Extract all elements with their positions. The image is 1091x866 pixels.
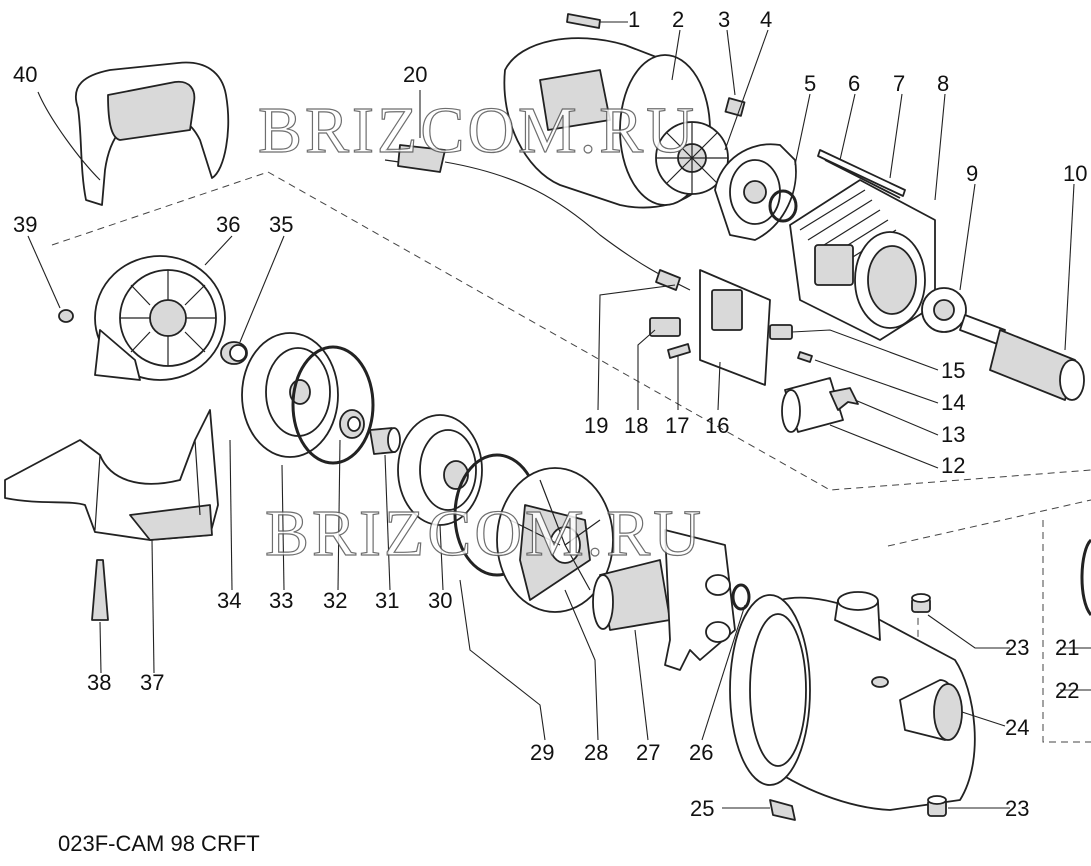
- callout-15: 15: [941, 358, 965, 383]
- part-diffuser: [397, 414, 483, 526]
- callout-36: 36: [216, 212, 240, 237]
- part-drain-plug: [220, 341, 248, 365]
- callout-40: 40: [13, 62, 37, 87]
- callout-14: 14: [941, 390, 965, 415]
- callout-28: 28: [584, 740, 608, 765]
- callout-21: 21: [1055, 635, 1079, 660]
- callout-22: 22: [1055, 678, 1079, 703]
- part-seal-bracket: [664, 529, 736, 671]
- part-pump-cover-disc: [241, 332, 339, 458]
- part-o-ring-large: [291, 345, 375, 465]
- callout-16: 16: [705, 413, 729, 438]
- callout-33: 33: [269, 588, 293, 613]
- part-base-screw: [91, 559, 109, 621]
- callout-32: 32: [323, 588, 347, 613]
- part-terminal-screw: [667, 343, 691, 359]
- part-switch-pin: [797, 351, 813, 363]
- callout-23-top: 23: [1005, 635, 1029, 660]
- part-venturi-nozzle: [369, 427, 401, 455]
- callout-4: 4: [760, 7, 772, 32]
- callout-38: 38: [87, 670, 111, 695]
- callout-3: 3: [718, 7, 730, 32]
- part-fill-plug: [911, 593, 931, 613]
- callout-labels: 1 2 3 4 5 6 7 8 9 10 12 13 14 15 16 17 1…: [13, 7, 1087, 821]
- part-motor-bracket: [94, 255, 226, 381]
- part-small-o-ring: [731, 583, 751, 611]
- part-flange-ring: [1080, 538, 1091, 616]
- callout-24: 24: [1005, 715, 1029, 740]
- part-pump-body: [729, 591, 976, 811]
- callout-10: 10: [1063, 161, 1087, 186]
- part-carbon-brush: [724, 97, 746, 117]
- callout-20: 20: [403, 62, 427, 87]
- leader-lines: [27, 21, 1091, 809]
- part-end-shield: [714, 143, 797, 241]
- part-tie-rods: [817, 149, 906, 199]
- callout-39: 39: [13, 212, 37, 237]
- drawing-code: 023F-CAM 98 CRFT: [58, 831, 260, 856]
- part-capacitor: [781, 377, 844, 433]
- part-ball-bearing: [921, 287, 967, 333]
- callout-27: 27: [636, 740, 660, 765]
- part-thermal-switch: [769, 324, 793, 340]
- callout-18: 18: [624, 413, 648, 438]
- callout-19: 19: [584, 413, 608, 438]
- callout-35: 35: [269, 212, 293, 237]
- part-bearing-ring: [768, 189, 798, 223]
- part-terminal-box: [699, 269, 771, 386]
- callout-17: 17: [665, 413, 689, 438]
- callout-1: 1: [628, 7, 640, 32]
- callout-34: 34: [217, 588, 241, 613]
- part-motor-stator: [789, 179, 936, 341]
- callout-13: 13: [941, 422, 965, 447]
- callout-6: 6: [848, 71, 860, 96]
- watermark-middle: BRIZCOM.RU: [265, 497, 704, 570]
- callout-29: 29: [530, 740, 554, 765]
- part-body-screw: [769, 799, 796, 821]
- callout-7: 7: [893, 71, 905, 96]
- callout-31: 31: [375, 588, 399, 613]
- part-mechanical-seal: [592, 559, 671, 631]
- part-small-knob: [58, 309, 74, 323]
- callout-5: 5: [804, 71, 816, 96]
- callout-8: 8: [937, 71, 949, 96]
- watermark-top: BRIZCOM.RU: [258, 94, 697, 167]
- callout-30: 30: [428, 588, 452, 613]
- part-capacitor-clamp: [829, 387, 859, 411]
- part-top-cover: [75, 61, 229, 206]
- callout-25: 25: [690, 796, 714, 821]
- part-drain-plug-bottom: [927, 795, 947, 817]
- part-bushing: [339, 409, 365, 439]
- callout-9: 9: [966, 161, 978, 186]
- part-cover-screw: [566, 13, 601, 29]
- part-pump-base: [4, 409, 219, 541]
- part-connector: [649, 317, 681, 337]
- callout-23-bottom: 23: [1005, 796, 1029, 821]
- part-cooling-fan: [655, 121, 729, 195]
- callout-37: 37: [140, 670, 164, 695]
- part-power-cord: [384, 144, 691, 291]
- part-impeller: [496, 467, 614, 613]
- callout-12: 12: [941, 453, 965, 478]
- callout-26: 26: [689, 740, 713, 765]
- part-motor-rotor: [959, 314, 1085, 401]
- callout-2: 2: [672, 7, 684, 32]
